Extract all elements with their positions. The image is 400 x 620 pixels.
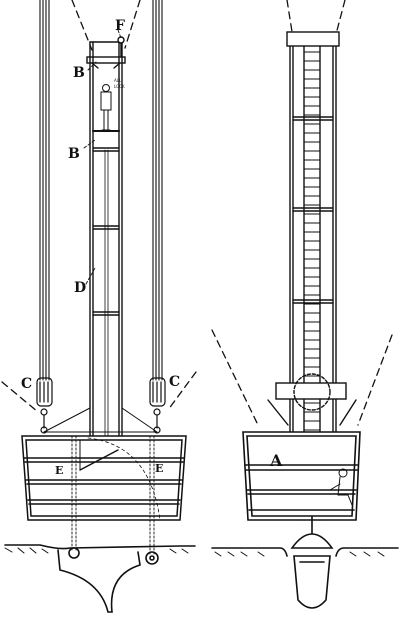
- caisson-right: [242, 431, 361, 521]
- seated-worker: [329, 468, 353, 506]
- chains-left: [71, 435, 155, 557]
- caisson-left: [21, 435, 187, 521]
- left-figure: ALL LOCK: [1, 0, 197, 613]
- airlock-tag-line2: LOCK: [114, 84, 125, 89]
- bracing: [43, 407, 158, 433]
- right-shaft: [286, 31, 340, 521]
- label-f: F: [115, 18, 125, 34]
- leader-lines-left: [83, 29, 122, 285]
- right-figure: A: [211, 0, 399, 609]
- left-hoist-cables: [39, 0, 50, 381]
- pulley-block-left: [36, 377, 53, 434]
- label-a: A: [269, 451, 283, 470]
- label-e-right: E: [155, 462, 163, 475]
- bucket-left: [57, 547, 159, 613]
- airlock-tag-line1: ALL: [114, 78, 122, 83]
- label-c-right: C: [169, 374, 180, 390]
- right-top-guide-lines: [286, 0, 346, 39]
- label-b-mid: B: [68, 146, 80, 162]
- label-e-left: E: [55, 464, 63, 477]
- ground-left: [4, 544, 196, 554]
- worker-in-airlock: [100, 84, 112, 131]
- ground-right: [211, 547, 399, 557]
- label-d: D: [74, 280, 86, 296]
- right-lower-guide-lines: [211, 329, 393, 426]
- right-bracket: [267, 373, 357, 426]
- pulley-block-right: [149, 377, 166, 434]
- top-guide-lines: [71, 0, 141, 51]
- bucket-right: [290, 515, 334, 609]
- label-b-top: B: [73, 65, 85, 81]
- air-shaft: [89, 41, 123, 441]
- label-c-left: C: [21, 376, 32, 392]
- lower-guide-lines: [1, 371, 197, 413]
- right-hoist-cables: [152, 0, 163, 381]
